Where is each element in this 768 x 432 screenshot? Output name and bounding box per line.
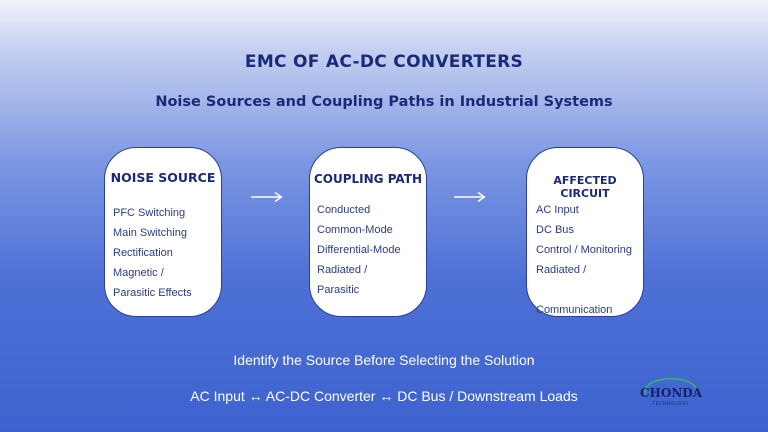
list-item: Control / Monitoring — [536, 244, 632, 256]
right-arrow-icon — [454, 191, 486, 203]
logo-swoosh — [644, 377, 697, 395]
list-item: PFC Switching — [113, 207, 186, 219]
page-title: EMC OF AC-DC CONVERTERS — [244, 52, 524, 72]
card-heading: AFFECTED CIRCUIT — [553, 174, 617, 200]
page-subtitle: Noise Sources and Coupling Paths in Indu… — [155, 94, 613, 110]
coupling-path-card: COUPLING PATH Conducted Common-Mode Diff… — [309, 147, 427, 317]
noise-source-card: NOISE SOURCE PFC Switching Main Switchin… — [104, 147, 222, 317]
list-item: AC Input — [536, 204, 579, 216]
card-heading: COUPLING PATH — [313, 172, 422, 186]
list-item: Parasitic — [317, 284, 360, 296]
card-item-list: AC Input DC Bus Control / Monitoring Rad… — [536, 200, 639, 320]
flow-line: AC Input ↔ AC-DC Converter ↔ DC Bus / Do… — [190, 388, 578, 404]
list-item: Radiated / — [536, 264, 587, 276]
company-logo: CHONDA TECHNOLOGY — [640, 377, 703, 406]
list-item: Conducted — [317, 204, 371, 216]
list-item: Differential-Mode — [317, 244, 401, 256]
list-item: Magnetic / — [113, 267, 164, 279]
list-item: Main Switching — [113, 227, 187, 239]
list-item: Radiated / — [317, 264, 368, 276]
tagline: Identify the Source Before Selecting the… — [233, 352, 535, 368]
list-item: DC Bus — [536, 224, 574, 236]
list-item: Parasitic Effects — [113, 287, 192, 299]
card-item-list: PFC Switching Main Switching Rectificati… — [113, 203, 217, 303]
affected-circuit-card: AFFECTED CIRCUIT AC Input DC Bus Control… — [526, 147, 644, 317]
right-arrow-icon — [251, 191, 283, 203]
list-item: Common-Mode — [317, 224, 393, 236]
logo-text: CHONDA — [640, 386, 703, 400]
logo-subtext: TECHNOLOGY — [651, 401, 690, 406]
card-heading: NOISE SOURCE — [110, 170, 216, 185]
list-item: Rectification — [113, 247, 173, 259]
list-item: Communication — [536, 304, 613, 316]
card-item-list: Conducted Common-Mode Differential-Mode … — [317, 200, 422, 300]
